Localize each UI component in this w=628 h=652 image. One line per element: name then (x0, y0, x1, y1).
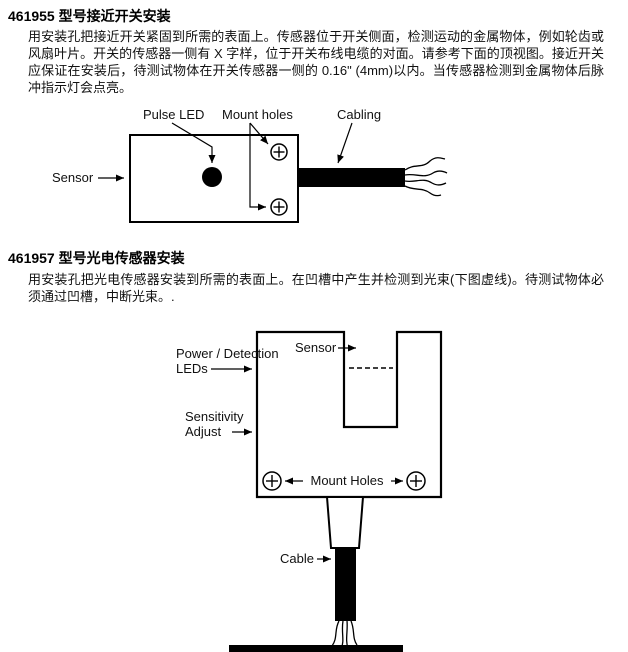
sensitivity-label-line1: Sensitivity (185, 409, 244, 424)
sensor-body (255, 330, 443, 499)
sensor-side-label: Sensor (52, 170, 94, 185)
cabling-label: Cabling (337, 107, 381, 122)
frayed-wires-icon (404, 157, 448, 197)
section2-paragraph: 用安装孔把光电传感器安装到所需的表面上。在凹槽中产生并检测到光束(下图虚线)。待… (28, 272, 604, 304)
power-detection-label-line2: LEDs (176, 361, 208, 376)
sensor-label: Sensor (295, 340, 337, 355)
section1-heading: 461955 型号接近开关安装 (8, 8, 171, 24)
proximity-switch-diagram: Pulse LED Mount holes Cabling Sensor (52, 107, 448, 223)
mount-hole-bottom-icon (270, 198, 288, 216)
cable-label: Cable (280, 551, 314, 566)
pulse-led-label: Pulse LED (143, 107, 204, 122)
cable-sleeve (335, 548, 356, 621)
mount-hole-bottom-leader-line (249, 123, 266, 211)
photoelectric-sensor-diagram: Sensor Power / Detection LEDs Sensitivit… (176, 330, 443, 650)
section2-heading: 461957 型号光电传感器安装 (8, 250, 185, 266)
mount-holes-label: Mount Holes (311, 473, 384, 488)
pulse-led-leader-line (171, 122, 216, 163)
page-bottom-bar (229, 645, 403, 652)
cabling-leader-line (337, 122, 353, 164)
cable-neck (325, 496, 365, 549)
mount-hole-top-leader-line (249, 122, 269, 145)
section1-paragraph: 用安装孔把接近开关紧固到所需的表面上。传感器位于开关侧面，检测运动的金属物体，例… (28, 29, 604, 95)
cable-sleeve (299, 168, 405, 187)
mount-holes-label: Mount holes (222, 107, 293, 122)
mount-hole-top-icon (270, 143, 288, 161)
pulse-led-dot (202, 167, 222, 187)
sensitivity-label-line2: Adjust (185, 424, 222, 439)
power-detection-label-line1: Power / Detection (176, 346, 279, 361)
mount-hole-right-icon (406, 471, 426, 491)
mount-hole-left-icon (262, 471, 282, 491)
